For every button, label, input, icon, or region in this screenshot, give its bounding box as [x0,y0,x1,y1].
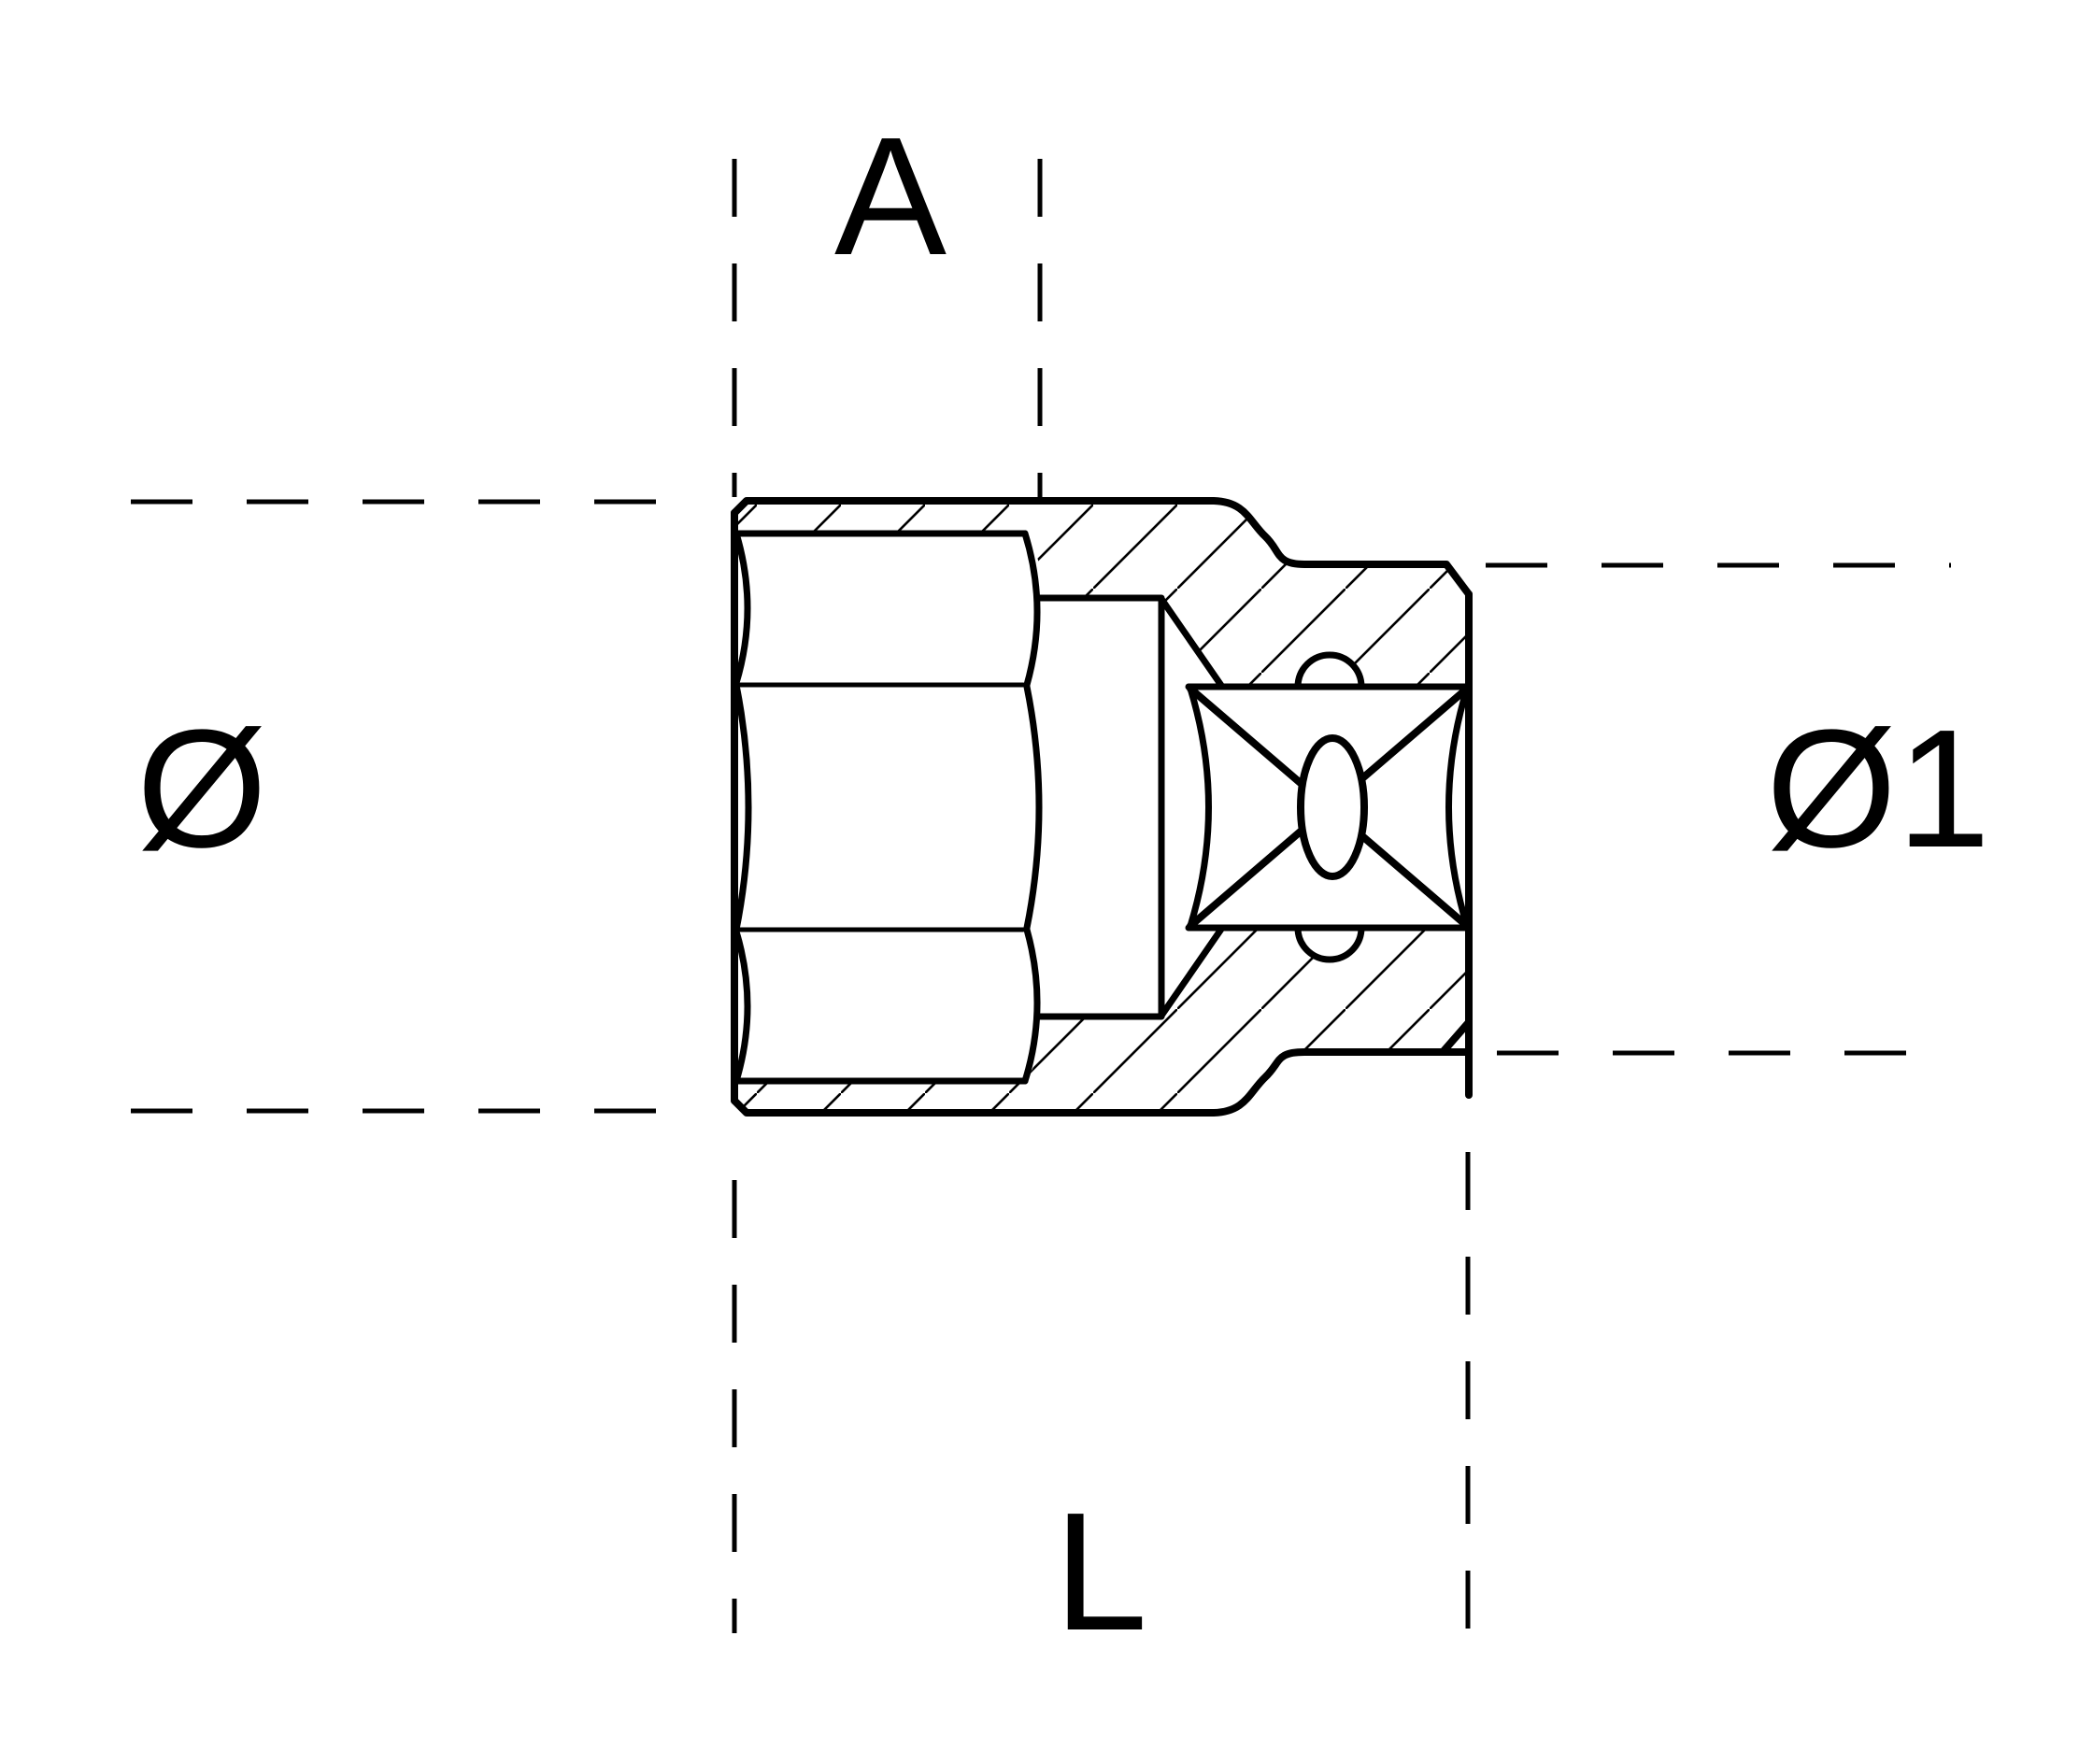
outer-top-profile [731,497,1473,598]
label-overall-length: L [1054,1478,1147,1666]
hex-rear-arc-top [1021,530,1041,689]
label-hex-depth: A [834,103,947,291]
mouth-corner-arc-middle [733,681,752,933]
mouth-corner-arc-top [733,530,751,687]
cone-transition-bottom [1158,924,1226,1019]
square-drive-right-arc [1445,685,1471,930]
relief-bore-outline [1036,594,1165,1020]
label-drive-end-diameter: Ø1 [1766,695,1990,883]
label-socket-diameter: Ø [136,695,267,883]
cone-transition-top [1158,595,1226,690]
detent-recess-top [1294,651,1365,688]
hex-rear-arc-middle [1023,683,1043,932]
hatch-region-bottom [736,928,1469,1113]
detent-hole-ellipse [1297,734,1368,880]
rear-bottom-chamfer [1439,1018,1473,1056]
hatch-region-top [736,501,1469,687]
detent-recess-bottom [1294,927,1365,963]
square-drive-left-arc [1187,685,1212,930]
hex-rear-arc-bottom [1021,926,1041,1085]
mouth-corner-arc-bottom [733,928,751,1085]
outer-bottom-profile [731,1048,1473,1117]
